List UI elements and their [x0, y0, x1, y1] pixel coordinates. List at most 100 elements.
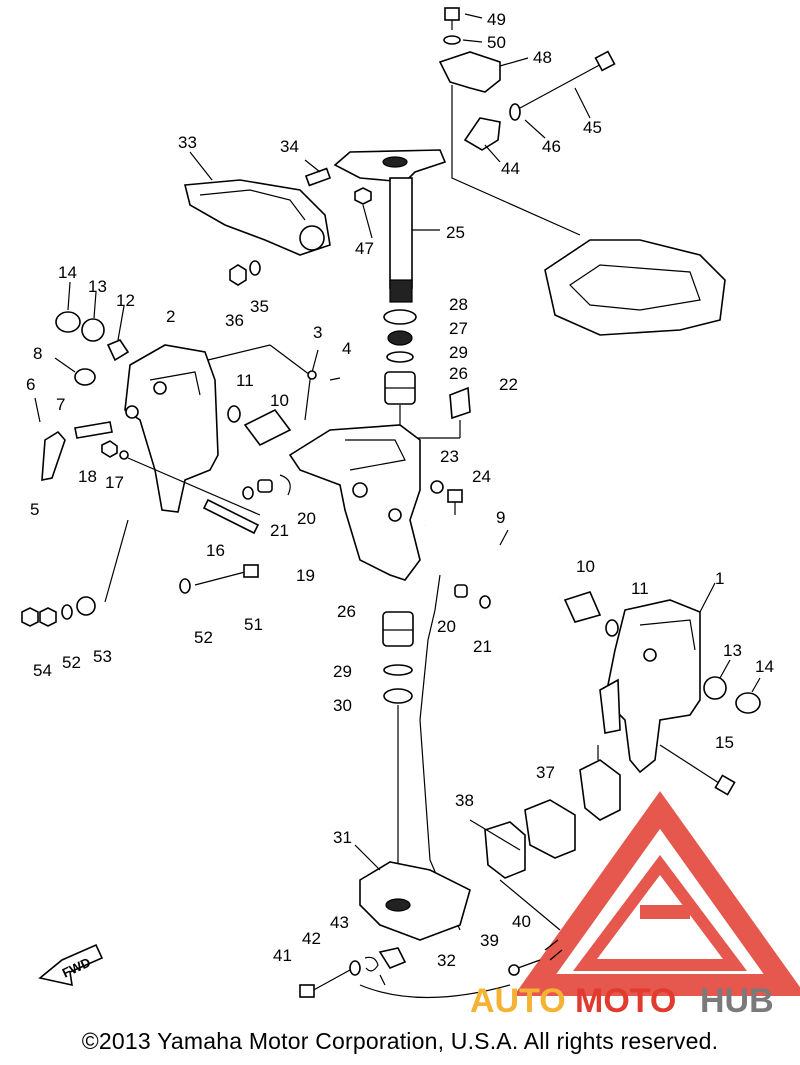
callout-10-lower: 10 — [576, 557, 595, 576]
callout-40: 40 — [512, 912, 531, 931]
callout-45: 45 — [583, 118, 602, 137]
callout-13-left: 13 — [88, 277, 107, 296]
part-19-swivel-bracket — [288, 405, 421, 581]
part-9-tilt-shaft — [423, 522, 562, 601]
callout-38: 38 — [455, 791, 474, 810]
callout-29-lower: 29 — [333, 662, 352, 681]
part-48-bracket-group — [438, 7, 529, 140]
callout-50: 50 — [487, 33, 506, 52]
part-33-steering-grip — [183, 151, 331, 256]
callout-48: 48 — [533, 48, 552, 67]
callout-18: 18 — [78, 467, 97, 486]
callout-25: 25 — [446, 223, 465, 242]
callout-30: 30 — [333, 696, 352, 715]
part-51-52 — [179, 564, 259, 594]
callout-labels: 49 50 48 45 46 44 33 34 47 25 14 13 12 2… — [26, 10, 774, 970]
callout-36: 36 — [225, 311, 244, 330]
callout-23: 23 — [440, 447, 459, 466]
callout-52-left: 52 — [62, 653, 81, 672]
part-11-10-upper — [227, 405, 292, 447]
callout-31: 31 — [333, 828, 352, 847]
callout-22: 22 — [499, 375, 518, 394]
part-28-27-29-26-stack — [383, 309, 417, 405]
callout-35: 35 — [250, 297, 269, 316]
callout-11-upper: 11 — [236, 371, 254, 390]
callout-32: 32 — [437, 951, 456, 970]
lower-cowling-outline — [451, 140, 726, 336]
copyright-notice: ©2013 Yamaha Motor Corporation, U.S.A. A… — [81, 1028, 719, 1054]
callout-21-lower: 21 — [473, 637, 492, 656]
callout-13-right: 13 — [723, 641, 742, 660]
callout-26-lower: 26 — [337, 602, 356, 621]
stern-bracket-piece — [579, 745, 621, 821]
callout-11-lower: 11 — [631, 579, 649, 598]
part-41-42-43-32 — [299, 947, 511, 999]
fwd-direction-arrow: FWD — [38, 943, 104, 987]
part-47-34 — [304, 159, 373, 239]
watermark-wordmark: AUTO MOTO HUB — [470, 982, 774, 1020]
watermark-moto: MOTO — [575, 982, 676, 1020]
callout-41: 41 — [273, 946, 292, 965]
watermark-logo-graphic — [513, 791, 800, 996]
callout-9: 9 — [496, 508, 505, 527]
part-39-40 — [508, 939, 563, 976]
callout-19: 19 — [296, 566, 315, 585]
callout-15: 15 — [715, 733, 734, 752]
callout-10-upper: 10 — [270, 391, 289, 410]
part-31-lower-mount — [354, 844, 471, 941]
callout-29-upper: 29 — [449, 343, 468, 362]
callout-14-left: 14 — [58, 263, 77, 282]
part-35-36 — [229, 260, 261, 286]
part-25-steering-shaft — [333, 149, 447, 303]
callout-16: 16 — [206, 541, 225, 560]
callout-12: 12 — [116, 291, 135, 310]
callout-34: 34 — [280, 137, 299, 156]
callout-43: 43 — [330, 913, 349, 932]
callout-53: 53 — [93, 647, 112, 666]
part-13-14-right — [703, 659, 761, 714]
part-26-29-30-lower — [382, 611, 414, 870]
part-2-clamp-bracket — [124, 344, 311, 513]
callout-24: 24 — [472, 467, 491, 486]
callout-49: 49 — [487, 10, 506, 29]
callout-14-right: 14 — [755, 657, 774, 676]
callout-46: 46 — [542, 137, 561, 156]
callout-17: 17 — [105, 473, 124, 492]
part-23-24 — [430, 480, 463, 515]
callout-2: 2 — [166, 307, 175, 326]
part-14-13-12-8 — [54, 281, 130, 386]
callout-6: 6 — [26, 375, 35, 394]
callout-28: 28 — [449, 295, 468, 314]
callout-44: 44 — [501, 159, 520, 178]
callout-47: 47 — [355, 239, 374, 258]
part-1-clamp-bracket — [599, 582, 716, 774]
part-10-11-20-21-lower — [454, 584, 619, 637]
callout-42: 42 — [302, 929, 321, 948]
callout-20-lower: 20 — [437, 617, 456, 636]
callout-37: 37 — [536, 763, 555, 782]
part-3-4 — [304, 349, 341, 421]
callout-20-upper: 20 — [297, 509, 316, 528]
part-20-21-upper — [242, 474, 291, 500]
callout-26-upper: 26 — [449, 364, 468, 383]
callout-3: 3 — [313, 323, 322, 342]
callout-39: 39 — [480, 931, 499, 950]
callout-8: 8 — [33, 344, 42, 363]
callout-7: 7 — [56, 395, 65, 414]
callout-27: 27 — [449, 319, 468, 338]
callout-52-right: 52 — [194, 628, 213, 647]
callout-1: 1 — [715, 569, 724, 588]
watermark-hub: HUB — [700, 982, 774, 1020]
callout-51: 51 — [244, 615, 263, 634]
callout-5: 5 — [30, 500, 39, 519]
part-54-52-53 — [21, 519, 129, 627]
callout-4: 4 — [342, 339, 351, 358]
part-6-7-5-18-17 — [34, 397, 261, 516]
part-16-pin — [202, 498, 260, 535]
part-37-38 — [469, 799, 576, 931]
callout-21-upper: 21 — [270, 521, 289, 540]
part-15-bolt — [659, 744, 736, 796]
callout-54: 54 — [33, 661, 52, 680]
callout-33: 33 — [178, 133, 197, 152]
